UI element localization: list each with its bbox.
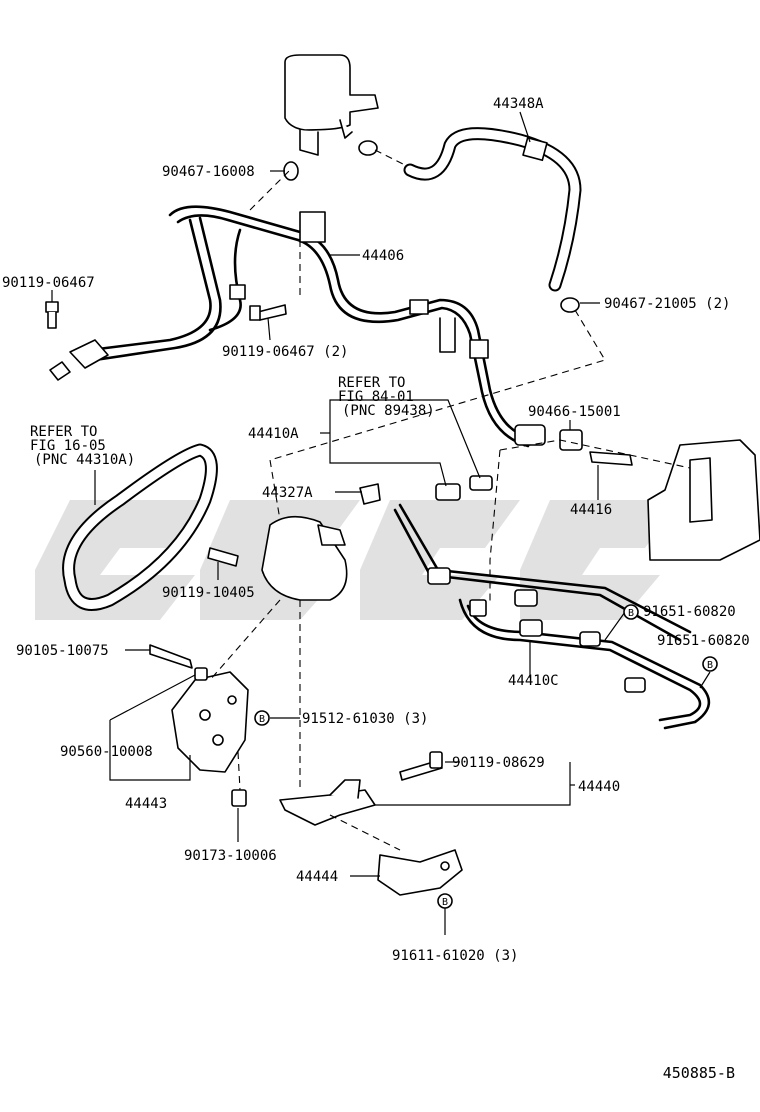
label-90466-15001: 90466-15001 [528,404,621,420]
svg-text:(PNC 44310A): (PNC 44310A) [34,452,135,468]
label-44348A: 44348A [493,96,544,112]
fittings-44410A [435,429,633,501]
svg-text:(PNC 89438): (PNC 89438) [342,403,435,419]
label-91611-61020-3: 91611-61020 (3) [392,948,518,964]
label-44410A: 44410A [248,426,299,442]
label-90560-10008: 90560-10008 [60,744,153,760]
svg-text:FIG 84-01: FIG 84-01 [338,389,414,405]
svg-text:B: B [259,714,265,725]
label-91512-61030-3: 91512-61030 (3) [302,711,428,727]
svg-text:B: B [707,660,713,671]
assembly-dashed-lines [209,149,691,851]
badge-91651-60820-b: B [702,656,718,672]
bolt-90119-06467-2 [249,304,287,321]
steering-gear [647,439,760,561]
label-90119-10405: 90119-10405 [162,585,255,601]
label-90173-10006: 90173-10006 [184,848,277,864]
pressure-tube-44406 [49,205,546,448]
badge-91611-61020: B [437,893,453,909]
label-91651-60820-b: 91651-60820 [657,633,750,649]
diagram-code: 450885-B [663,1064,735,1082]
leader-lines [51,111,711,935]
svg-text:B: B [628,608,634,619]
label-44416: 44416 [570,502,612,518]
label-90119-06467-2: 90119-06467 (2) [222,344,348,360]
label-90119-06467: 90119-06467 [2,275,95,291]
badge-91512-61030: B [254,710,270,726]
label-44327A: 44327A [262,485,313,501]
reservoir-tank [284,54,379,156]
refer-note-fig-84-01: REFER TO FIG 84-01 (PNC 89438) [338,375,435,419]
bracket-44444 [377,849,463,896]
label-91651-60820-a: 91651-60820 [643,604,736,620]
pressure-hose-44410C [393,503,711,730]
power-steering-pump [207,483,381,601]
svg-text:B: B [442,897,448,908]
label-90467-21005-2: 90467-21005 (2) [604,296,730,312]
return-hose-44348A [283,127,582,313]
svg-text:REFER TO: REFER TO [30,424,97,440]
badge-91651-60820-a: B [623,604,639,620]
label-90467-16008: 90467-16008 [162,164,255,180]
bracket-44443 [149,644,249,807]
label-44443: 44443 [125,796,167,812]
bracket-44440 [279,751,443,826]
label-44410C: 44410C [508,673,559,689]
label-90119-08629: 90119-08629 [452,755,545,771]
label-44440: 44440 [578,779,620,795]
label-44406: 44406 [362,248,404,264]
drive-belt [62,443,218,611]
label-90105-10075: 90105-10075 [16,643,109,659]
bolt-90119-06467 [45,301,59,329]
refer-note-fig-16-05: REFER TO FIG 16-05 (PNC 44310A) [30,424,135,468]
svg-text:FIG 16-05: FIG 16-05 [30,438,106,454]
label-44444: 44444 [296,869,338,885]
svg-text:REFER TO: REFER TO [338,375,405,391]
